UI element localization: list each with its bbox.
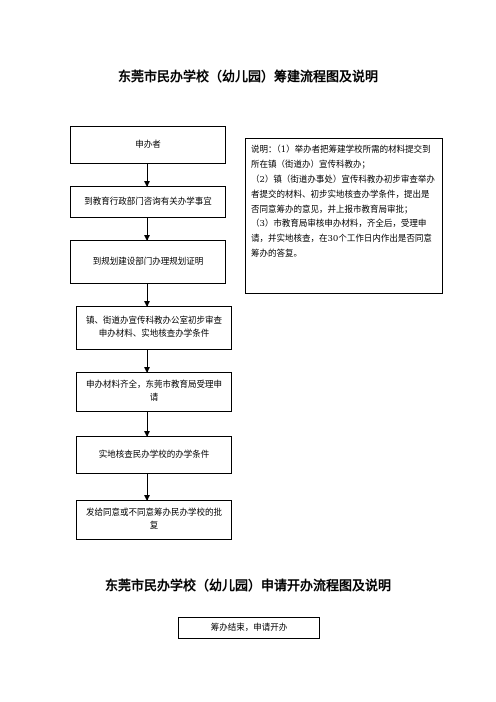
- flow-arrow: [144, 164, 150, 187]
- flow-arrow: [144, 412, 150, 437]
- explanation-note-3: （3）市教育局审核申办材料，齐全后，受理申请，并实地核查，在30个工作日内作出是…: [251, 219, 432, 260]
- explanation-box: 说明：（1）举办者把筹建学校所需的材料提交到所在镇（街道办）宣传科教办； （2）…: [245, 138, 443, 294]
- flow-step-inspect: 实地核查民办学校的办学条件: [76, 436, 232, 474]
- explanation-note-1: 说明：（1）举办者把筹建学校所需的材料提交到所在镇（街道办）宣传科教办；: [251, 145, 431, 170]
- explanation-note-2: （2）镇（街道办事处）宣传科教办初步审查举办者提交的材料、初步实地核查办学条件，…: [251, 174, 435, 215]
- flow-arrow: [144, 218, 150, 241]
- section2-title: 东莞市民办学校（幼儿园）申请开办流程图及说明: [104, 579, 391, 594]
- section1-title: 东莞市民办学校（幼儿园）筹建流程图及说明: [117, 70, 378, 85]
- flow-step-planning: 到规划建设部门办理规划证明: [70, 240, 226, 284]
- flow-step-town-review: 镇、街道办宣传科教办公室初步审查申办材料、实地核查办学条件: [76, 306, 232, 350]
- flow-step-applicant: 申办者: [70, 126, 226, 164]
- flow-arrow: [144, 474, 150, 501]
- flow-step-accept: 申办材料齐全，东莞市教育局受理申请: [76, 372, 232, 412]
- flow-step-consult: 到教育行政部门咨询有关办学事宜: [70, 186, 226, 218]
- flow-arrow: [144, 284, 150, 307]
- flow-step-approval: 发给同意或不同意筹办民办学校的批复: [76, 500, 232, 540]
- flow-step-apply-open: 筹办结束，申请开办: [178, 617, 320, 639]
- flow-arrow: [144, 350, 150, 373]
